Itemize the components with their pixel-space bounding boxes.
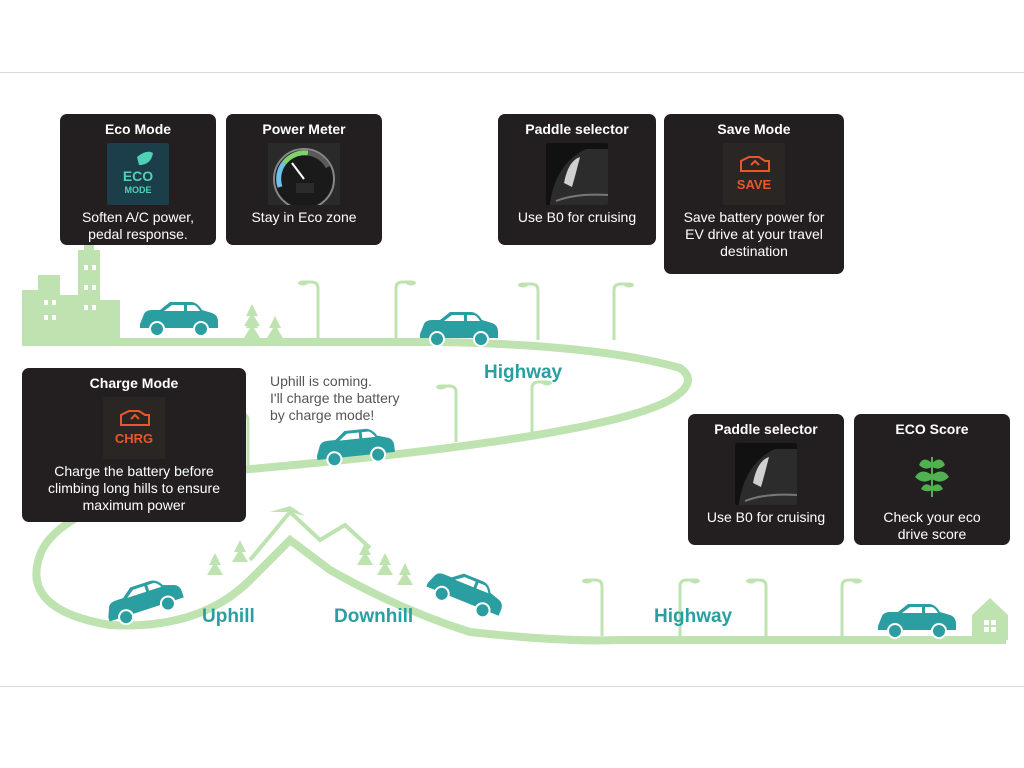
tree-icon xyxy=(207,553,223,575)
driver-speech: Uphill is coming. I'll charge the batter… xyxy=(270,373,400,424)
car-icon xyxy=(139,301,219,337)
street-lamp-icon xyxy=(580,577,604,638)
street-lamp-icon xyxy=(840,577,864,638)
card-description: Check your eco drive score xyxy=(883,509,981,542)
card-title: Paddle selector xyxy=(525,121,629,137)
street-lamp-icon xyxy=(394,279,418,340)
card-description: Use B0 for cruising xyxy=(517,209,637,225)
speech-line: I'll charge the battery xyxy=(270,390,400,406)
paddle-selector-icon xyxy=(546,143,608,205)
street-lamp-icon xyxy=(612,281,636,342)
power-meter-icon xyxy=(268,143,340,205)
paddle-selector-icon xyxy=(735,443,797,505)
card-paddle-selector-bottom: Paddle selector Use B0 for cruising xyxy=(688,414,844,545)
card-paddle-selector-top: Paddle selector Use B0 for cruising xyxy=(498,114,656,245)
city-skyline xyxy=(22,240,120,338)
card-title: Save Mode xyxy=(717,121,791,137)
mountains xyxy=(248,509,372,562)
card-description: Save battery power for EV drive at your … xyxy=(683,209,825,259)
card-title: Eco Mode xyxy=(104,121,172,137)
tree-icon xyxy=(397,563,413,585)
tree-icon xyxy=(377,553,393,575)
bottom-divider xyxy=(0,686,1024,687)
tree-icon xyxy=(244,304,260,326)
card-save-mode: Save Mode SAVE Save battery power for EV… xyxy=(664,114,844,274)
label-uphill: Uphill xyxy=(202,606,255,627)
label-downhill: Downhill xyxy=(334,606,414,627)
road-upper xyxy=(22,338,692,474)
label-highway-lower: Highway xyxy=(654,606,733,627)
save-mode-icon: SAVE xyxy=(723,143,785,205)
car-icon xyxy=(422,561,510,625)
speech-line: by charge mode! xyxy=(270,407,375,423)
save-icon-text: SAVE xyxy=(737,177,772,192)
card-charge-mode: Charge Mode CHRG Charge the battery befo… xyxy=(22,368,246,522)
tree-icon xyxy=(267,316,283,338)
top-divider xyxy=(0,72,1024,73)
card-title: ECO Score xyxy=(895,421,969,437)
eco-mode-icon: ECO MODE xyxy=(107,143,169,205)
eco-badge-subtext: MODE xyxy=(125,185,152,195)
street-lamp-icon xyxy=(434,383,458,444)
card-eco-score: ECO Score Check your eco drive score xyxy=(854,414,1010,545)
street-lamp-icon xyxy=(516,281,540,342)
charge-icon-text: CHRG xyxy=(115,431,153,446)
car-icon xyxy=(877,603,957,639)
card-description: Stay in Eco zone xyxy=(251,209,357,225)
card-title: Paddle selector xyxy=(714,421,818,437)
house-icon xyxy=(972,598,1008,640)
card-title: Charge Mode xyxy=(89,375,179,391)
road-lower xyxy=(32,466,1006,645)
charge-mode-icon: CHRG xyxy=(103,397,165,459)
card-eco-mode: Eco Mode ECO MODE Soften A/C power, peda… xyxy=(60,114,216,245)
street-lamp-icon xyxy=(744,577,768,638)
eco-badge-text: ECO xyxy=(123,168,153,184)
card-description: Soften A/C power, pedal response. xyxy=(81,209,195,242)
card-description: Charge the battery before climbing long … xyxy=(48,463,220,513)
street-lamp-icon xyxy=(296,279,320,340)
leaf-icon xyxy=(901,443,963,505)
card-description: Use B0 for cruising xyxy=(706,509,826,525)
card-title: Power Meter xyxy=(262,121,346,137)
label-highway-upper: Highway xyxy=(484,362,563,383)
card-power-meter: Power Meter Stay in Eco zone xyxy=(226,114,382,245)
tree-icon xyxy=(232,540,248,562)
speech-line: Uphill is coming. xyxy=(270,373,372,389)
